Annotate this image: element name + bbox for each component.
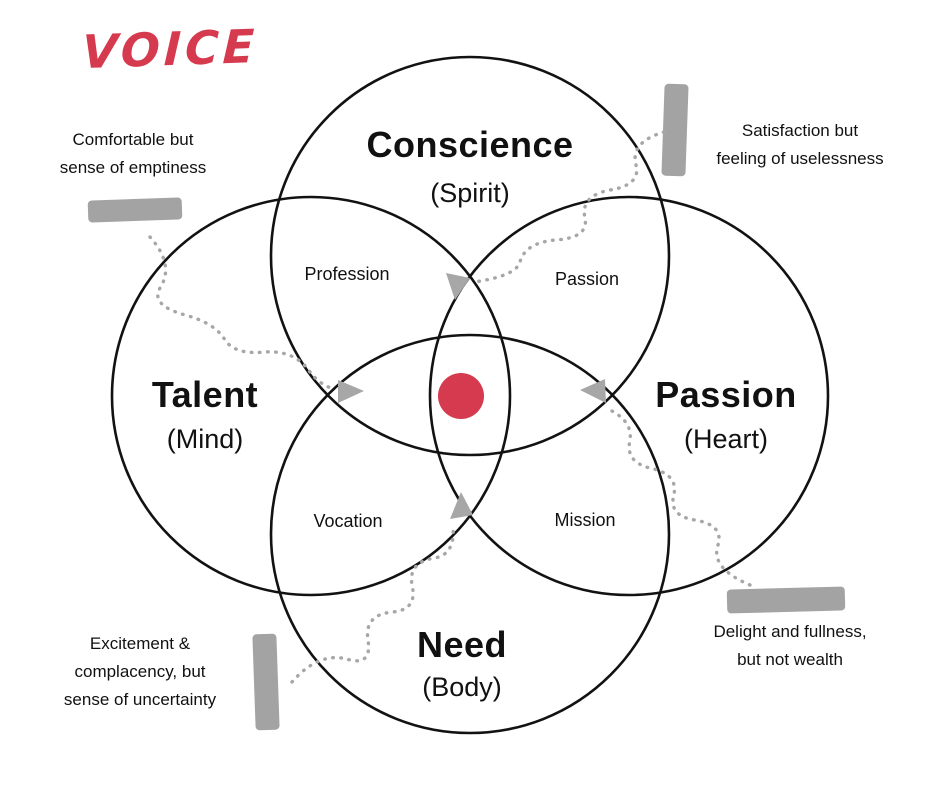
brush-stroke-bottom-left xyxy=(252,633,280,731)
overlap-mission-label: Mission xyxy=(554,510,616,530)
talent-sublabel: (Mind) xyxy=(166,424,244,454)
annotation-line: Excitement & xyxy=(89,634,191,653)
brush-stroke-top-right xyxy=(661,83,689,177)
overlap-profession-label: Profession xyxy=(304,264,390,284)
annotation-line: sense of uncertainty xyxy=(63,690,217,710)
talent-circle xyxy=(110,195,512,597)
annotation-line: sense of emptiness xyxy=(59,158,207,178)
annotation-line: Satisfaction but xyxy=(741,121,859,140)
annotation-bottom-right: Delight and fullness, but not wealth xyxy=(713,618,866,674)
need-sublabel: (Body) xyxy=(422,672,502,702)
arrow-bottom-icon xyxy=(450,492,473,519)
center-voice-dot xyxy=(438,373,484,419)
conscience-label: Conscience xyxy=(366,124,574,165)
brush-stroke-top-left xyxy=(87,197,183,223)
need-circle xyxy=(269,333,671,735)
arrow-right-icon xyxy=(580,379,606,403)
conscience-sublabel: (Spirit) xyxy=(430,178,510,208)
annotation-line: Delight and fullness, xyxy=(713,622,867,641)
arrow-left-icon xyxy=(338,380,364,403)
conscience-circle xyxy=(269,55,671,457)
annotation-line: Comfortable but xyxy=(72,130,194,149)
annotation-top-right: Satisfaction but feeling of uselessness xyxy=(716,117,883,173)
annotation-top-left: Comfortable but sense of emptiness xyxy=(60,126,206,182)
annotation-bottom-left: Excitement & complacency, but sense of u… xyxy=(64,630,216,714)
passion-label: Passion xyxy=(655,374,797,415)
annotation-line: complacency, but xyxy=(74,662,206,682)
brush-stroke-bottom-right xyxy=(726,586,846,614)
annotation-line: feeling of uselessness xyxy=(716,149,884,169)
need-label: Need xyxy=(416,624,508,665)
passion-sublabel: (Heart) xyxy=(683,424,769,454)
dotted-line-top-right xyxy=(472,130,666,284)
passion-circle xyxy=(428,195,830,597)
talent-label: Talent xyxy=(151,374,259,415)
annotation-line: but not wealth xyxy=(737,650,843,670)
overlap-vocation-label: Vocation xyxy=(313,511,383,531)
overlap-passion-label: Passion xyxy=(554,269,620,289)
arrow-top-icon xyxy=(446,273,470,300)
dotted-line-bottom-right xyxy=(604,406,752,587)
dotted-line-bottom-left xyxy=(290,526,455,684)
dotted-line-top-left xyxy=(148,235,336,391)
page-title: VOICE xyxy=(81,18,260,80)
